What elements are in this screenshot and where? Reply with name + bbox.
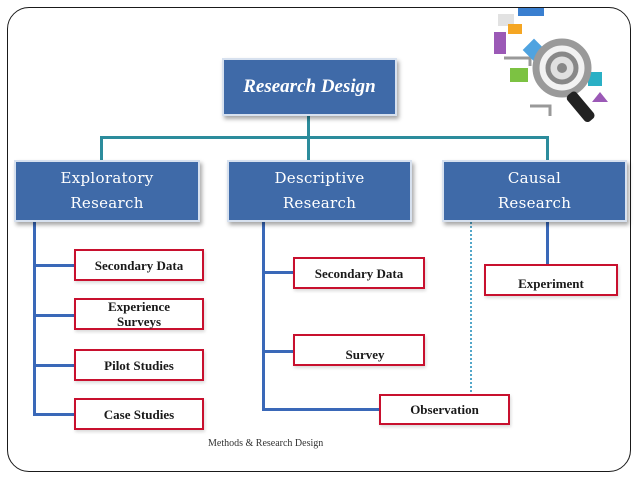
flowchart-magnifier-icon: [494, 8, 608, 123]
root-box: Research Design: [222, 58, 397, 116]
branch-descriptive-line2: Research: [282, 194, 357, 212]
stem-exploratory: [100, 136, 103, 161]
descriptive-tick-3: [262, 408, 380, 411]
branch-box-exploratory: Exploratory Research: [14, 160, 200, 222]
branch-box-causal: Causal Research: [442, 160, 627, 222]
causal-dotted-link: [470, 222, 472, 396]
branch-exploratory-line2: Research: [70, 194, 144, 212]
item-descriptive-secondary-data: Secondary Data: [293, 257, 425, 289]
descriptive-tick-2: [262, 350, 294, 353]
branch-causal-line2: Research: [497, 194, 572, 212]
descriptive-tick-1: [262, 271, 294, 274]
descriptive-spine: [262, 222, 265, 411]
exploratory-tick-4: [33, 413, 75, 416]
stem-causal: [546, 136, 549, 161]
branch-exploratory-line1: Exploratory: [60, 169, 154, 187]
branch-box-descriptive: Descriptive Research: [227, 160, 412, 222]
item-survey: Survey: [293, 334, 425, 366]
top-connector: [100, 136, 548, 139]
item-observation: Observation: [379, 394, 510, 425]
footer-text: Methods & Research Design: [208, 438, 324, 449]
item-case-studies: Case Studies: [74, 398, 204, 430]
exploratory-tick-2: [33, 314, 75, 317]
root-label: Research Design: [243, 76, 376, 97]
item-experience-surveys: Experience Surveys: [74, 298, 204, 330]
exploratory-spine: [33, 222, 36, 416]
exploratory-tick-3: [33, 364, 75, 367]
item-pilot-studies: Pilot Studies: [74, 349, 204, 381]
stem-descriptive: [307, 136, 310, 161]
causal-stem: [546, 222, 549, 264]
item-exploratory-secondary-data: Secondary Data: [74, 249, 204, 281]
branch-causal-line1: Causal: [507, 169, 562, 187]
exploratory-tick-1: [33, 264, 75, 267]
branch-descriptive-line1: Descriptive: [274, 169, 365, 187]
root-stem: [307, 115, 310, 137]
item-experiment: Experiment: [484, 264, 618, 296]
